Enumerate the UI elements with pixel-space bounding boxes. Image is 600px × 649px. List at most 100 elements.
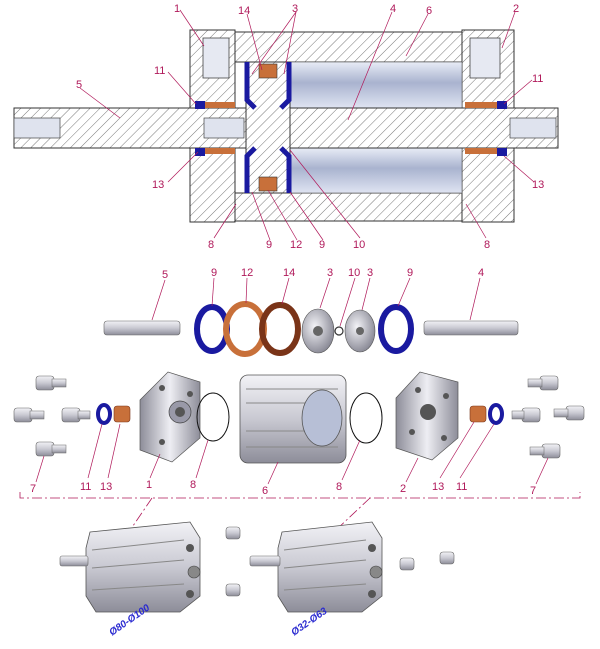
magnet-ring-14 [259, 302, 301, 356]
callout-14: 14 [238, 5, 250, 17]
b-callout-2: 2 [400, 483, 406, 495]
wear-ring-top [258, 63, 278, 79]
screw-right-4 [541, 443, 561, 459]
p-callout-10: 10 [348, 267, 360, 279]
piston-body [245, 61, 291, 194]
bushing-left-top [205, 102, 235, 108]
rod-seal-11-right [488, 403, 504, 425]
callout-10: 10 [353, 239, 365, 251]
bushing-13-right [469, 405, 487, 423]
callout-6: 6 [426, 5, 432, 17]
callout-12: 12 [290, 239, 302, 251]
bushing-left-bottom [205, 148, 235, 154]
end-cap-2-screw-hole-b [443, 393, 449, 399]
b-callout-1: 1 [146, 479, 152, 491]
screw-left-4 [35, 441, 55, 457]
b-callout-13r: 13 [432, 481, 444, 493]
b-callout-11l: 11 [80, 481, 91, 493]
callout-13-right: 13 [532, 179, 544, 191]
assembly-large-groove-1 [91, 539, 185, 551]
screw-left-3-shank [77, 410, 91, 420]
section-callouts: 1 14 3 4 6 2 11 11 5 13 13 8 9 12 9 10 8 [76, 3, 544, 251]
assembly-small-screw-b [368, 590, 376, 598]
loose-screw-2 [225, 583, 241, 597]
assembly-small-port [369, 565, 383, 579]
callout-9-b: 9 [319, 239, 325, 251]
screw-right-3-shank [511, 410, 525, 420]
assembly-small-groove-1 [283, 539, 367, 551]
assembly-large-rod [59, 555, 89, 567]
wear-ring-bottom [258, 176, 278, 192]
p-callout-3a: 3 [327, 267, 333, 279]
body-callouts: 7 11 13 1 8 6 8 2 13 11 7 [30, 479, 536, 497]
screw-right-1 [539, 375, 559, 391]
seal-9-left [194, 304, 230, 354]
left-port [202, 37, 230, 79]
screw-left-1-shank [51, 378, 67, 388]
callout-9-a: 9 [266, 239, 272, 251]
end-cap-2-bore [420, 404, 436, 420]
tube-wall-bottom [234, 192, 463, 222]
assembly-large-port [187, 565, 201, 579]
seal-9-right [378, 304, 414, 354]
assembly-small-screw-a [368, 544, 376, 552]
b-callout-11r: 11 [456, 481, 467, 493]
b-callout-8l: 8 [190, 479, 196, 491]
screw-left-3 [61, 407, 81, 423]
callout-13-left: 13 [152, 179, 164, 191]
variant-large [59, 521, 201, 613]
rod-joint-bore [203, 117, 245, 139]
rod-5 [103, 320, 181, 336]
screw-left-2 [13, 407, 33, 423]
assembly-small-groove-3 [283, 583, 367, 591]
section-leaders [79, 9, 535, 241]
tube-wall-top [234, 31, 463, 63]
assembly-boundary [19, 492, 581, 499]
callout-8-left: 8 [208, 239, 214, 251]
piston-seal-left [244, 62, 257, 193]
callout-4: 4 [390, 3, 396, 15]
end-cap-1-hole [175, 407, 185, 417]
piston-callouts: 5 9 12 14 3 10 3 9 4 [162, 267, 484, 281]
bushing-right-bottom [465, 148, 497, 154]
bore-upper [289, 61, 463, 109]
assembly-large-groove-2 [91, 559, 185, 569]
end-cap-2-screw-hole-d [441, 435, 447, 441]
p-callout-5: 5 [162, 269, 168, 281]
end-cap-1-screw-hole-c [159, 439, 165, 445]
b-callout-7l: 7 [30, 483, 36, 495]
loose-screw-1 [225, 526, 241, 540]
o-ring-8-left [196, 392, 230, 442]
body-leaders [35, 421, 549, 485]
callout-2: 2 [513, 3, 519, 15]
screw-left-1 [35, 375, 55, 391]
screw-left-4-shank [51, 444, 67, 454]
end-cap-1-screw-hole-a [159, 385, 165, 391]
p-callout-4: 4 [478, 267, 484, 279]
tube-bore [301, 389, 343, 447]
callout-5: 5 [76, 79, 82, 91]
p-callout-9a: 9 [211, 267, 217, 279]
wear-ring-12 [223, 301, 267, 357]
rod-seal-left-bottom [195, 148, 205, 156]
loose-screw-4 [439, 551, 455, 565]
screws-left [13, 375, 91, 457]
assembly-large-screw-b [186, 590, 194, 598]
rod-seal-left-top [195, 101, 205, 109]
p-callout-3b: 3 [367, 267, 373, 279]
b-callout-7r: 7 [530, 485, 536, 497]
section-view [13, 9, 559, 241]
callout-11-right: 11 [532, 73, 543, 85]
rod-seal-right-top [497, 101, 507, 109]
screw-right-3 [521, 407, 541, 423]
assembly-small-rod [249, 555, 281, 567]
end-cap-1-screw-hole-b [187, 391, 193, 397]
callout-11-left: 11 [154, 65, 165, 77]
assembly-large-groove-3 [91, 583, 185, 591]
screw-right-2 [565, 405, 585, 421]
screws-right [511, 375, 585, 459]
assembly-large-screw-a [186, 544, 194, 552]
bore-lower [289, 147, 463, 194]
callout-3: 3 [292, 3, 298, 15]
